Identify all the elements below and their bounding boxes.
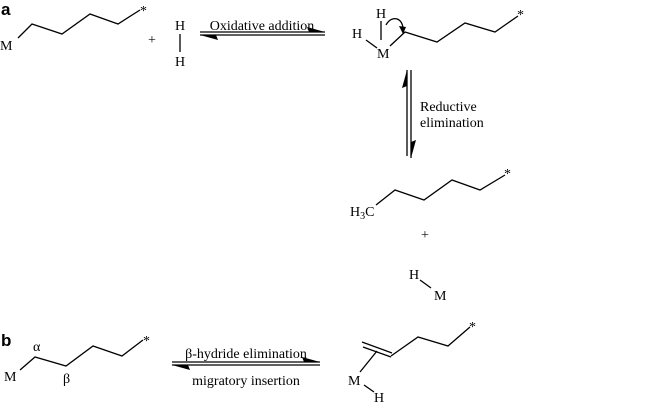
- arrowhead-reverse: [200, 35, 218, 40]
- alkene-metal-hydride-product: * M H: [348, 320, 476, 402]
- dihydrogen: H H: [175, 19, 185, 70]
- chain-end-star: *: [143, 334, 150, 349]
- curved-arrow-icon: [385, 17, 404, 32]
- hydrogen-atom: H: [376, 7, 386, 22]
- alkyl-chain: [390, 326, 471, 357]
- metal-atom: M: [348, 374, 361, 389]
- metal-hydride: H M: [409, 268, 447, 304]
- panel-b-label: b: [1, 331, 11, 350]
- arrowhead-forward: [307, 27, 325, 32]
- reverse-label: migratory insertion: [192, 374, 300, 389]
- alkane-product: H3C *: [350, 167, 511, 222]
- alkyl-chain: [375, 174, 506, 206]
- chain-end-star: *: [140, 4, 147, 19]
- plus-sign: +: [421, 228, 429, 243]
- forward-label: β-hydride elimination: [185, 347, 307, 362]
- alkyl-chain: [17, 9, 141, 39]
- hydrogen-atom: H: [374, 391, 384, 402]
- metal-atom: M: [0, 39, 13, 54]
- equilibrium-arrow-reductive: Reductive elimination: [402, 70, 484, 158]
- equilibrium-arrow-beta-hydride: β-hydride elimination migratory insertio…: [172, 347, 320, 389]
- metal-atom: M: [377, 47, 390, 62]
- hydrogen-atom: H: [352, 27, 362, 42]
- arrow-label: Oxidative addition: [210, 19, 315, 34]
- plus-sign: +: [148, 33, 156, 48]
- arrowhead-up: [402, 70, 407, 88]
- alkyl-metal-reactant-b: M α β *: [4, 334, 150, 387]
- chain-end-star: *: [504, 167, 511, 182]
- metal-alkene-bond: [359, 350, 378, 373]
- panel-a-label: a: [1, 0, 11, 19]
- alkyl-metal-reactant: M *: [0, 4, 147, 54]
- metal-atom: M: [434, 289, 447, 304]
- methyl-group: H3C: [350, 205, 374, 222]
- alkyl-chain: [19, 339, 144, 371]
- hydrogen-atom: H: [409, 268, 419, 283]
- chain-end-star: *: [517, 8, 524, 23]
- arrowhead-down: [411, 140, 416, 158]
- beta-label: β: [63, 372, 70, 387]
- metal-hydride-alkyl-intermediate: H H M *: [352, 7, 524, 62]
- hydrogen-atom: H: [175, 55, 185, 70]
- arrowhead-forward: [302, 357, 320, 362]
- arrow-label-line1: Reductive: [420, 100, 477, 115]
- alkyl-chain: [389, 15, 519, 47]
- hydrogen-atom: H: [175, 19, 185, 34]
- chain-end-star: *: [469, 320, 476, 335]
- arrow-label-line2: elimination: [420, 116, 484, 131]
- arrowhead-reverse: [172, 365, 190, 370]
- metal-atom: M: [4, 370, 17, 385]
- equilibrium-arrow-oxidative: Oxidative addition: [200, 19, 325, 40]
- alpha-label: α: [33, 340, 41, 355]
- double-bond: [361, 341, 393, 354]
